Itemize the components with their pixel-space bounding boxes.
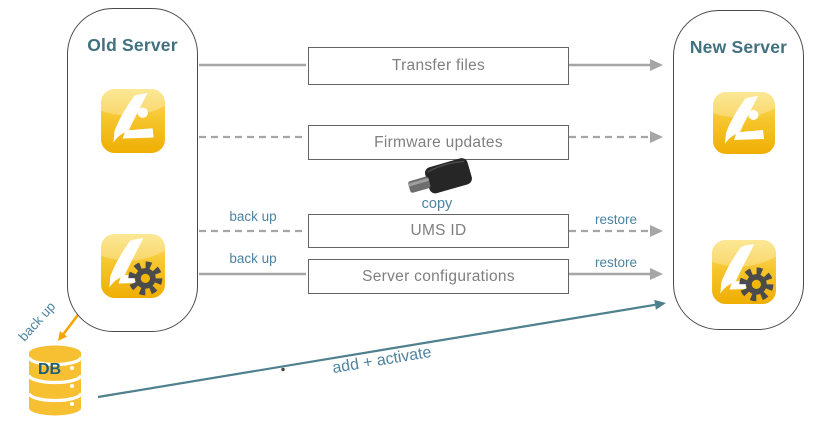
- usb-adapter-icon: [408, 158, 472, 194]
- flow-4-arrowhead: [650, 268, 663, 280]
- old-server-panel: Old Server: [67, 8, 198, 332]
- flow-box-transfer-files: Transfer files: [308, 47, 569, 85]
- ums-config-icon: [712, 240, 776, 304]
- gear-icon: [739, 267, 774, 302]
- backup-label-ums-id: back up: [229, 209, 277, 224]
- flow-box-label: UMS ID: [410, 222, 467, 239]
- db-label: DB: [38, 361, 61, 378]
- flow-box-firmware-updates: Firmware updates: [308, 125, 569, 160]
- gear-icon: [128, 261, 163, 296]
- flow-box-label: Server configurations: [362, 267, 515, 285]
- add-activate-arrow: [97, 299, 666, 399]
- flow-box-server-configurations: Server configurations: [308, 259, 569, 294]
- database-cylinder-icon: DB: [27, 345, 83, 416]
- ums-app-icon: [713, 92, 775, 154]
- new-server-panel: New Server: [673, 10, 804, 330]
- restore-label-ums-id: restore: [594, 212, 638, 227]
- flow-box-label: Firmware updates: [374, 133, 503, 151]
- old-server-title: Old Server: [87, 35, 178, 55]
- flow-3-arrowhead: [650, 225, 663, 237]
- ums-config-icon: [101, 234, 165, 298]
- copy-label: copy: [421, 196, 453, 212]
- new-server-title: New Server: [689, 37, 788, 57]
- flow-1-arrowhead: [650, 59, 663, 71]
- backup-label-server-configurations: back up: [229, 251, 277, 266]
- restore-label-server-configurations: restore: [594, 255, 638, 270]
- flow-box-ums-id: UMS ID: [308, 214, 569, 248]
- ums-app-icon: [101, 89, 165, 153]
- flow-box-label: Transfer files: [391, 57, 486, 74]
- flow-2-arrowhead: [650, 131, 663, 143]
